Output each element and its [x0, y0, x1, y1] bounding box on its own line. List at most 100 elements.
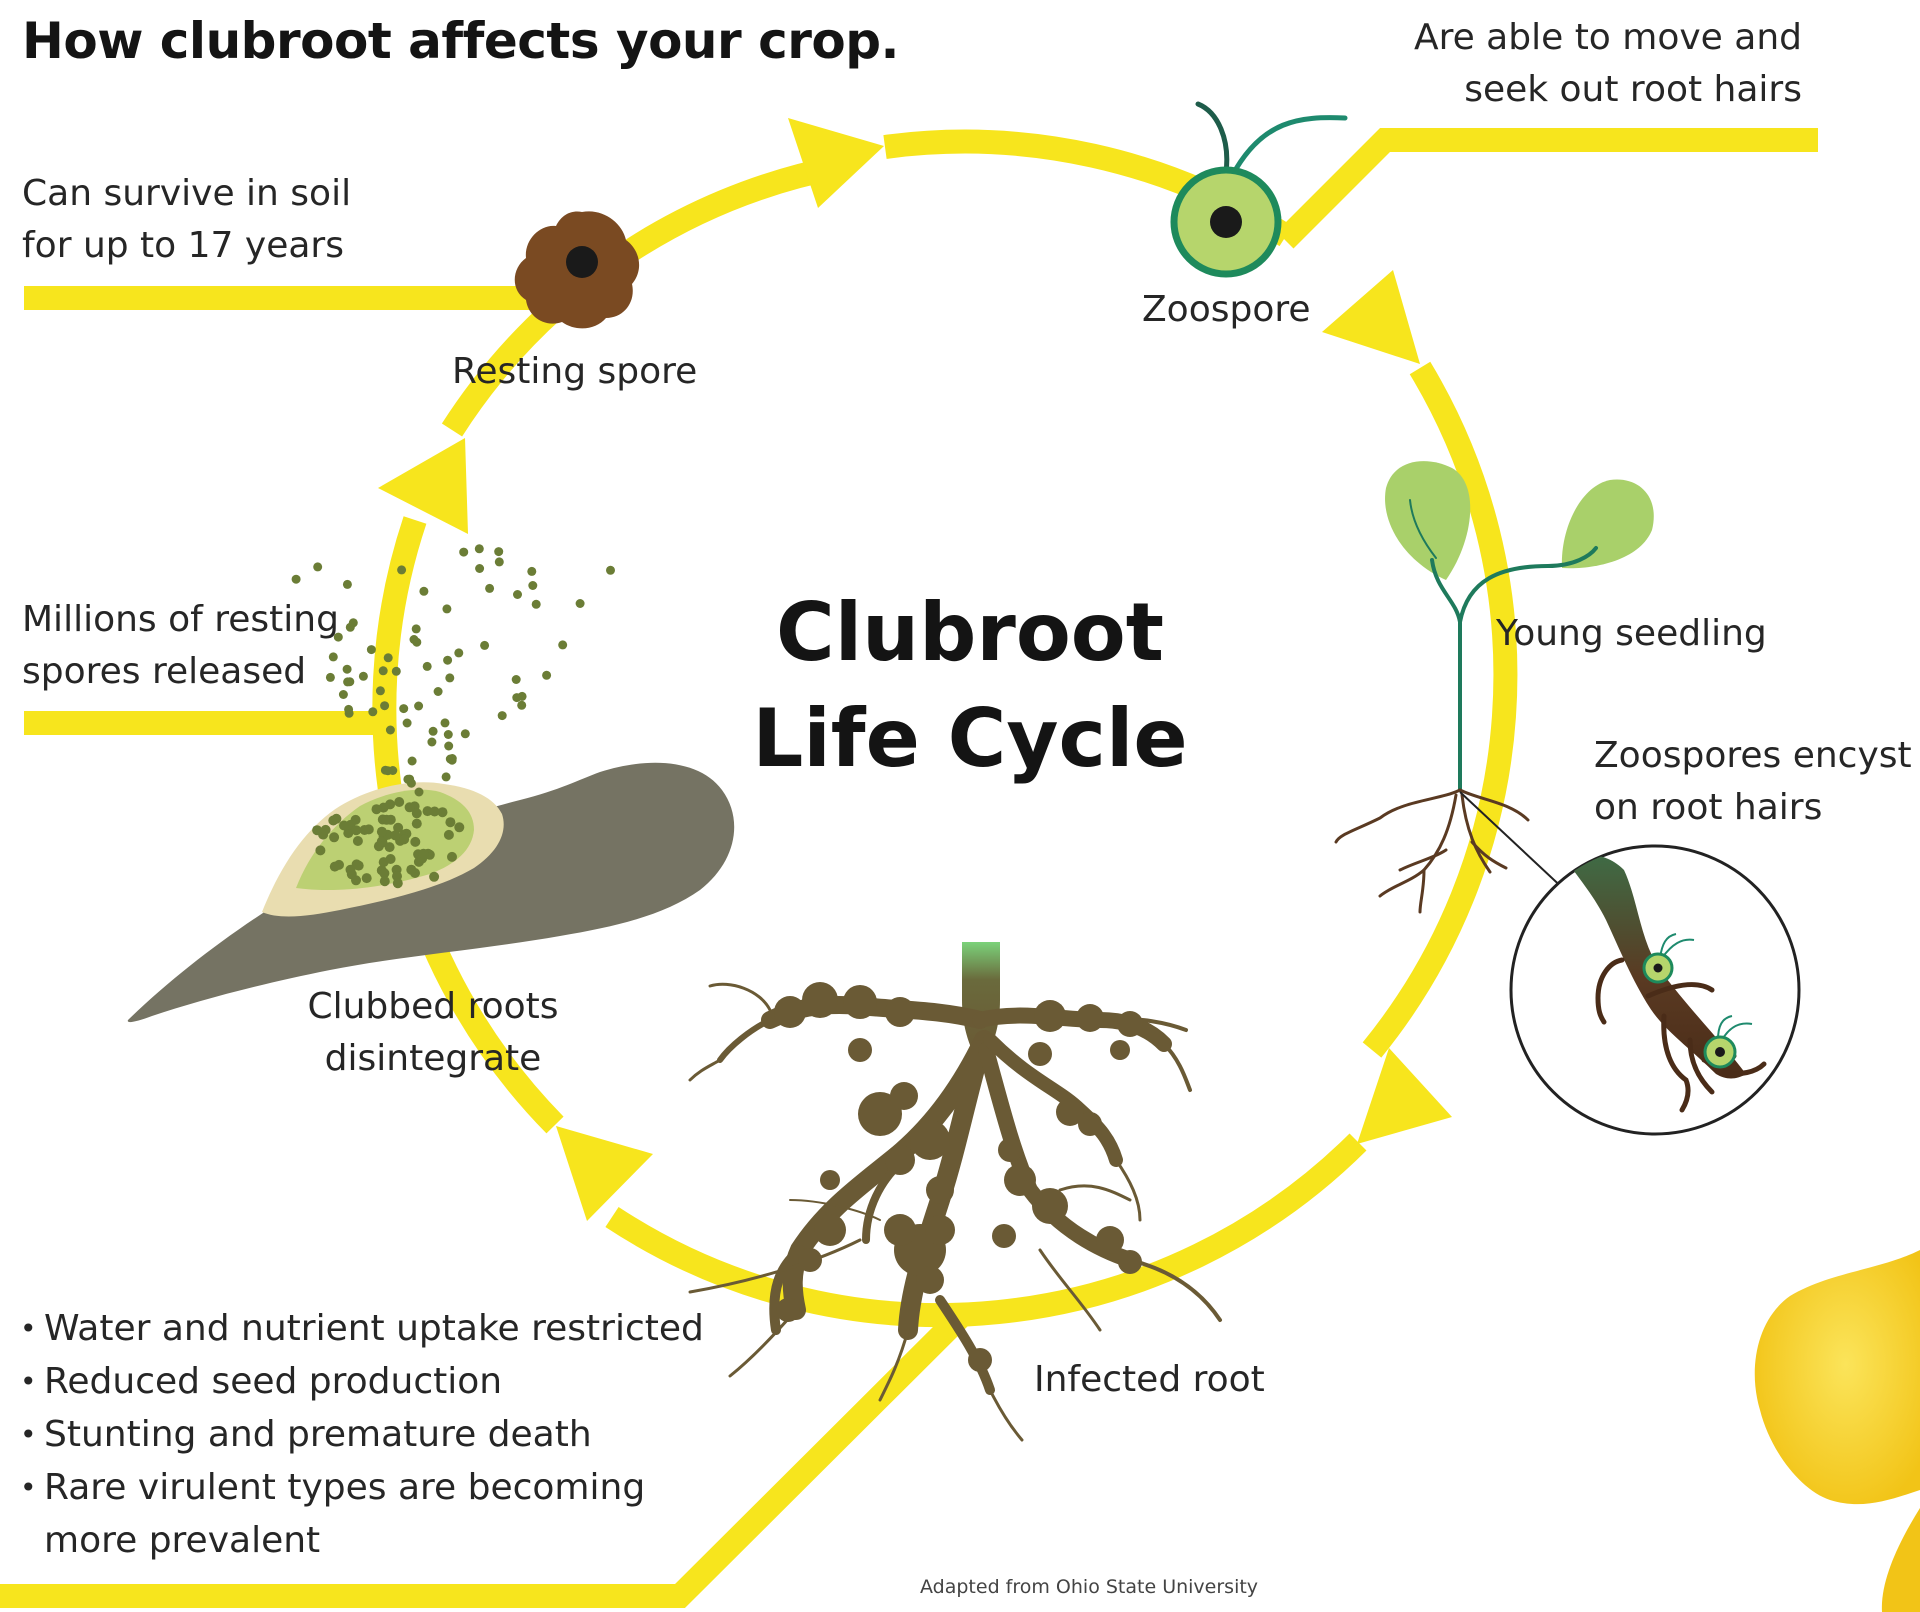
impacts-list: Water and nutrient uptake restricted Red… [20, 1302, 744, 1567]
spore-dot [353, 836, 363, 846]
spore-dot [405, 802, 415, 812]
spore-dot [330, 862, 340, 872]
spore-dot [430, 807, 440, 817]
canola-flower-decoration [1755, 1250, 1920, 1612]
spore-dot [379, 666, 388, 675]
young-seedling-label: Young seedling [1496, 608, 1767, 660]
spore-dot [606, 566, 615, 575]
spore-dot [429, 872, 439, 882]
spore-dot [441, 718, 450, 727]
spore-dot [380, 701, 389, 710]
spore-dot [446, 755, 455, 764]
spore-dot [444, 742, 453, 751]
spore-dot [528, 581, 537, 590]
impact-item: Reduced seed production [20, 1355, 744, 1408]
seedling-leaf-left [1385, 461, 1470, 580]
spore-dot [410, 635, 419, 644]
spore-dot [339, 821, 349, 831]
spore-dot [447, 852, 457, 862]
spore-dot [498, 711, 507, 720]
zoospore-label: Zoospore [1142, 284, 1311, 336]
spores-released-callout: Millions of resting spores released [22, 594, 339, 698]
spore-dot [427, 738, 436, 747]
spore-dot [415, 788, 424, 797]
spore-dot [368, 707, 377, 716]
zoospore-nucleus [1210, 206, 1242, 238]
spore-dot [315, 845, 325, 855]
clubbed-roots-line-1: Clubbed roots [300, 981, 566, 1033]
spore-dot [423, 662, 432, 671]
spore-dot [512, 675, 521, 684]
spore-dot [339, 690, 348, 699]
spore-dot [527, 567, 536, 576]
spore-dot [410, 837, 420, 847]
spore-dot [444, 730, 453, 739]
spore-dot [461, 729, 470, 738]
spore-dot [349, 618, 358, 627]
zoospores-encyst-line-2: on root hairs [1594, 782, 1912, 834]
spore-dot [321, 825, 331, 835]
spore-dot [386, 854, 396, 864]
spore-dot [344, 705, 353, 714]
center-title-line-2: Life Cycle [700, 686, 1240, 792]
spore-dot [419, 587, 428, 596]
spore-dot [403, 775, 412, 784]
resting-spore-label: Resting spore [452, 346, 697, 398]
spore-dot [443, 656, 452, 665]
soil-survival-line-2: for up to 17 years [22, 220, 351, 272]
resting-spore-illustration [515, 211, 639, 328]
impact-item: Water and nutrient uptake restricted [20, 1302, 744, 1355]
spore-dot [345, 677, 354, 686]
impact-item: Rare virulent types are becoming more pr… [20, 1461, 684, 1567]
spore-dot [313, 562, 322, 571]
zoom-root-hair-illustration [1511, 846, 1799, 1134]
spore-dot [403, 719, 412, 728]
spore-dot [351, 825, 361, 835]
spore-dot [343, 580, 352, 589]
spore-dot [292, 575, 301, 584]
spore-dot [393, 878, 403, 888]
arrow-to-resting-spore [378, 438, 468, 534]
spore-dot [445, 817, 455, 827]
zoospore-movement-line [1285, 140, 1818, 240]
spore-dot [359, 672, 368, 681]
spore-dot [532, 600, 541, 609]
zoospores-encyst-label: Zoospores encyst on root hairs [1594, 730, 1912, 834]
spore-dot [351, 875, 361, 885]
spore-dot [362, 873, 372, 883]
spore-dot [397, 565, 406, 574]
spore-dot [412, 819, 422, 829]
spore-dot [429, 727, 438, 736]
spore-dot [434, 687, 443, 696]
spores-released-line-1: Millions of resting [22, 594, 339, 646]
cycle-center-title: Clubroot Life Cycle [700, 580, 1240, 792]
zoospore-movement-line-1: Are able to move and [1414, 12, 1802, 64]
soil-survival-line-1: Can survive in soil [22, 168, 351, 220]
spore-dot [445, 673, 454, 682]
spore-dot [459, 548, 468, 557]
spore-dot [412, 624, 421, 633]
spore-dot [419, 849, 429, 859]
spore-dot [576, 599, 585, 608]
spore-dot [367, 645, 376, 654]
spore-dot [444, 830, 454, 840]
clubbed-roots-line-2: disintegrate [300, 1033, 566, 1085]
infected-root-label: Infected root [1034, 1354, 1265, 1406]
spore-dot [558, 640, 567, 649]
spore-dot [384, 653, 393, 662]
spore-dot [442, 604, 451, 613]
spore-dot [392, 667, 401, 676]
zoospore-movement-line-2: seek out root hairs [1414, 64, 1802, 116]
spore-dot [495, 557, 504, 566]
spore-dot [454, 822, 464, 832]
spore-dot [542, 671, 551, 680]
spore-dot [329, 832, 339, 842]
spore-dot [399, 834, 409, 844]
spore-dot [394, 797, 404, 807]
spore-dot [475, 544, 484, 553]
spore-dot [376, 686, 385, 695]
page-title: How clubroot affects your crop. [22, 12, 899, 70]
impact-item: Stunting and premature death [20, 1408, 744, 1461]
arrow-to-seedling [1322, 270, 1420, 364]
spore-dot [386, 726, 395, 735]
